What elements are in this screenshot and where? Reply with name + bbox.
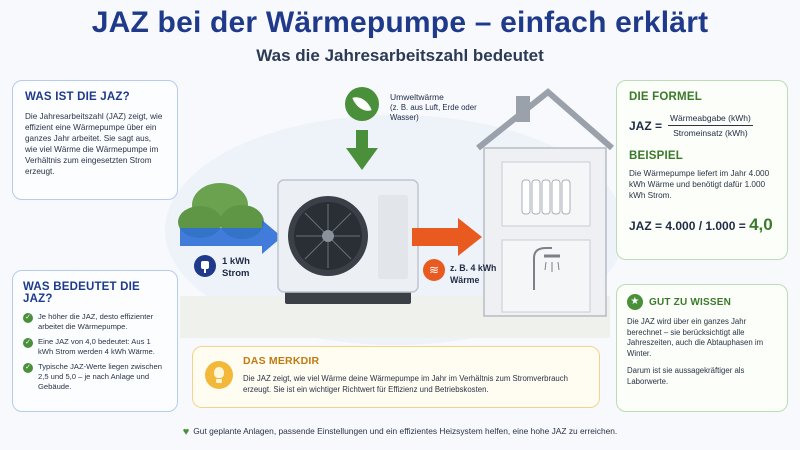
waerme-arrow (412, 218, 482, 256)
list-item: ✓Je höher die JAZ, desto effizienter arb… (23, 312, 167, 332)
numerator: Wärmeabgabe (kWh) (668, 113, 753, 126)
list-item: ✓Typische JAZ-Werte liegen zwischen 2,5 … (23, 362, 167, 392)
result-prefix: JAZ = 4.000 / 1.000 = (629, 219, 746, 233)
page-title: JAZ bei der Wärmepumpe – einfach erklärt (91, 6, 709, 39)
leaf-icon (345, 87, 379, 121)
lightbulb-icon (205, 361, 233, 389)
umwelt-title: Umweltwärme (390, 92, 444, 102)
was-ist-heading: WAS IST DIE JAZ? (25, 91, 130, 103)
shower-icon (533, 247, 560, 290)
radiator-icon (521, 179, 571, 215)
check-icon: ✓ (23, 313, 33, 323)
denominator: Stromeinsatz (kWh) (673, 128, 748, 138)
bedeutet-heading: WAS BEDEUTET DIE JAZ? (23, 281, 140, 305)
result: JAZ = 4.000 / 1.000 = 4,0 (629, 215, 775, 235)
gut-heading: GUT ZU WISSEN (649, 296, 732, 308)
beispiel-text: Die Wärmepumpe liefert im Jahr 4.000 kWh… (629, 169, 770, 200)
strom-value: 1 kWh (222, 256, 250, 267)
result-value: 4,0 (749, 215, 773, 234)
heat-icon: ≋ (423, 259, 445, 281)
card-gut-zu-wissen: ★ GUT ZU WISSEN Die JAZ wird über ein gan… (616, 284, 788, 412)
gut-text-1: Die JAZ wird über ein ganzes Jahr berech… (627, 317, 764, 358)
footer-text: Gut geplante Anlagen, passende Einstellu… (193, 426, 618, 436)
house-icon (476, 88, 614, 317)
card-bedeutet: WAS BEDEUTET DIE JAZ? ✓Je höher die JAZ,… (12, 270, 178, 412)
card-formel: DIE FORMEL JAZ = Wärmeabgabe (kWh) Strom… (616, 80, 788, 260)
star-icon: ★ (627, 294, 643, 310)
list-item: ✓Eine JAZ von 4,0 bedeutet: Aus 1 kWh St… (23, 337, 167, 357)
formula-lhs: JAZ = (629, 118, 663, 133)
formel-heading: DIE FORMEL (629, 91, 702, 103)
merk-text: Die JAZ zeigt, wie viel Wärme deine Wärm… (243, 374, 568, 394)
was-ist-text: Die Jahresarbeitszahl (JAZ) zeigt, wie e… (25, 112, 163, 176)
check-icon: ✓ (23, 363, 33, 373)
waerme-value: z. B. 4 kWh (450, 263, 497, 273)
footer: ♥Gut geplante Anlagen, passende Einstell… (0, 426, 800, 438)
plug-icon (194, 255, 216, 277)
heat-pump-unit (277, 179, 419, 304)
strom-arrow (180, 220, 282, 254)
fraction: Wärmeabgabe (kWh) Stromeinsatz (kWh) (668, 113, 753, 138)
merk-heading: DAS MERKDIR (243, 355, 320, 367)
page-subtitle: Was die Jahresarbeitszahl bedeutet (256, 46, 544, 65)
beispiel-heading: BEISPIEL (629, 150, 684, 162)
strom-label: Strom (222, 268, 250, 279)
gut-text-2: Darum ist sie aussagekräftiger als Labor… (627, 366, 745, 386)
waerme-label: Wärme (450, 275, 480, 285)
umwelt-arrow (346, 130, 378, 170)
check-icon: ✓ (23, 338, 33, 348)
card-was-ist: WAS IST DIE JAZ? Die Jahresarbeitszahl (… (12, 80, 178, 200)
heart-icon: ♥ (182, 426, 190, 438)
umwelt-subtitle: (z. B. aus Luft, Erde oder Wasser) (390, 103, 477, 122)
formula: JAZ = Wärmeabgabe (kWh) Stromeinsatz (kW… (629, 113, 775, 138)
card-merkdir: DAS MERKDIR Die JAZ zeigt, wie viel Wärm… (192, 346, 600, 408)
